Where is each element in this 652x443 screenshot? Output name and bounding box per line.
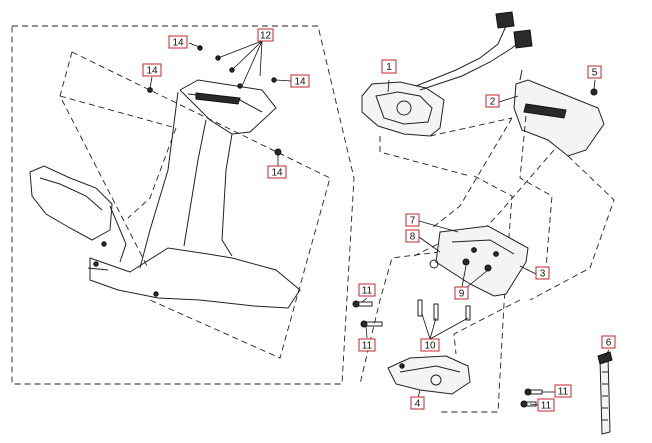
callout-9: 9 <box>454 286 469 300</box>
svg-text:6: 6 <box>606 338 612 349</box>
callout-14-top: 14 <box>168 35 188 49</box>
callout-7: 7 <box>405 213 420 227</box>
svg-text:2: 2 <box>490 97 496 108</box>
mount-bracket <box>513 69 605 157</box>
callout-11-lower-b: 11 <box>537 398 555 412</box>
callout-10: 10 <box>420 338 440 352</box>
svg-text:11: 11 <box>541 401 552 412</box>
svg-text:5: 5 <box>592 68 598 79</box>
callout-14-bottom: 14 <box>267 165 287 179</box>
callout-14-right: 14 <box>290 74 310 88</box>
callout-2: 2 <box>485 94 500 108</box>
svg-text:1: 1 <box>386 62 392 73</box>
callout-11-upper-a: 11 <box>358 283 376 297</box>
support-bracket <box>429 225 529 297</box>
callout-1: 1 <box>381 59 397 74</box>
callout-4: 4 <box>410 396 425 410</box>
svg-text:11: 11 <box>362 286 373 297</box>
svg-text:9: 9 <box>459 289 465 300</box>
svg-text:14: 14 <box>172 38 184 49</box>
callout-12: 12 <box>257 28 274 42</box>
callout-3: 3 <box>535 266 550 280</box>
instrument-cluster <box>361 11 533 177</box>
svg-text:14: 14 <box>146 66 158 77</box>
callout-11-lower-a: 11 <box>554 384 572 398</box>
svg-text:12: 12 <box>260 31 272 42</box>
strap <box>597 351 613 435</box>
svg-text:3: 3 <box>540 269 546 280</box>
svg-text:14: 14 <box>271 168 283 179</box>
svg-text:8: 8 <box>410 232 416 243</box>
callout-6: 6 <box>601 335 616 349</box>
lower-mount <box>387 355 471 395</box>
callout-11-upper-b: 11 <box>358 338 376 352</box>
left-assembly-boundary <box>11 25 355 385</box>
callout-14-left: 14 <box>142 63 162 77</box>
leader-lines <box>149 40 610 406</box>
svg-text:4: 4 <box>415 399 421 410</box>
svg-text:11: 11 <box>362 341 373 352</box>
svg-text:10: 10 <box>424 341 436 352</box>
svg-text:11: 11 <box>558 387 569 398</box>
callout-5: 5 <box>587 65 602 79</box>
left-fairing-panel <box>29 45 331 359</box>
svg-text:14: 14 <box>294 77 306 88</box>
svg-text:7: 7 <box>410 216 416 227</box>
callout-8: 8 <box>405 229 420 243</box>
bolts <box>352 299 543 408</box>
